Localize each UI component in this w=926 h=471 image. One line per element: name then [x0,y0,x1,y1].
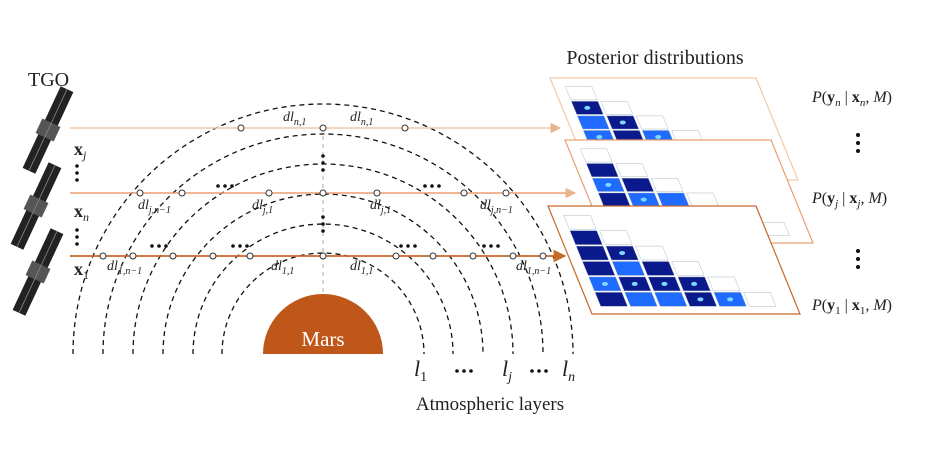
heatmap-cell [599,230,633,245]
segment-label: dlj,n−1 [138,198,171,216]
heatmap-cell [686,192,719,207]
heatmap-cell [641,261,675,276]
heatmap-cell [577,115,610,130]
segment-label: dln,1 [283,110,306,128]
heatmap-cell [650,178,684,192]
observation-label: x1 [74,259,89,282]
heatmap-cell [569,230,603,245]
layers-caption: Atmospheric layers [416,394,564,415]
heatmap-blob [584,105,591,110]
ellipsis-dots [75,133,860,373]
segment-label: dln,1 [350,110,373,128]
segment-label: dlj,n−1 [480,198,513,216]
posterior-formula: P(yj | xj, M) [811,190,887,210]
heatmap-cell [635,245,669,261]
posterior-formula: P(y1 | x1, M) [811,297,892,317]
heatmap-cell [656,192,690,207]
heatmap-cell [621,178,654,192]
heatmap-cell [654,292,688,307]
heatmap-blob [619,120,626,125]
heatmap-cell [615,163,648,177]
posterior-formula: P(yn | xn, M) [811,89,892,109]
heatmap-cell [586,163,619,177]
segment-label: dlj,1 [252,198,273,216]
heatmap-cell [635,115,669,130]
arc-layer-2 [192,223,454,355]
segment-label: dl1,1 [271,259,294,277]
posterior-panels [547,77,814,315]
heatmap-blob [727,297,734,302]
segment-label: dlj,1 [370,198,391,216]
layer-labels: l1 lj ln [414,356,575,385]
mars-planet [263,294,383,354]
observation-label: xj [74,139,87,162]
heatmap-blob [596,135,603,140]
layer-label: lj [502,356,512,385]
heatmap-cell [671,261,705,276]
heatmap-cell [594,292,628,307]
satellite-icon [12,228,64,316]
heatmap-cell [582,261,616,276]
heatmap-cell [575,245,609,261]
intersection-points [99,124,547,260]
heatmap-blob [631,281,638,286]
observation-label: xn [74,201,89,224]
observation-labels: xj xn x1 [74,139,89,282]
heatmap-cell [600,101,633,115]
mars-label: Mars [301,327,344,351]
heatmap-blob [691,281,698,286]
posterior-formulas: P(yn | xn, M) P(yj | xj, M) P(y1 | x1, M… [811,89,892,317]
layer-label: ln [562,356,575,385]
heatmap-blob [697,297,704,302]
arc-layer-3 [162,193,484,355]
heatmap-blob [640,197,647,202]
posterior-title: Posterior distributions [566,47,743,69]
satellite-icon [10,162,62,250]
heatmap-blob [655,135,662,140]
heatmap-blob [602,281,608,286]
heatmap-cell [707,276,741,292]
posterior-panel-1 [547,205,801,315]
heatmap-blob [605,182,612,187]
heatmap-cell [565,86,598,101]
heatmap-cell [611,261,645,276]
arc-layer-5 [102,133,544,355]
segment-labels: dln,1 dln,1 dlj,n−1 dlj,1 dlj,1 dlj,n−1 … [107,110,551,277]
heatmap-blob [619,251,626,256]
heatmap-cell [580,148,613,163]
arc-layer-1 [221,252,425,355]
heatmap-cell [563,215,597,230]
heatmap-cell [598,192,631,207]
satellite-icon [22,86,74,174]
segment-label: dl1,1 [350,259,373,277]
heatmap-blob [661,281,668,286]
heatmap-cell [743,292,777,307]
layer-label: l1 [414,356,427,385]
heatmap-cell [624,292,658,307]
segment-label: dl1,n−1 [107,259,142,277]
satellite-label: TGO [28,69,69,91]
segment-label: dl1,n−1 [516,259,551,277]
